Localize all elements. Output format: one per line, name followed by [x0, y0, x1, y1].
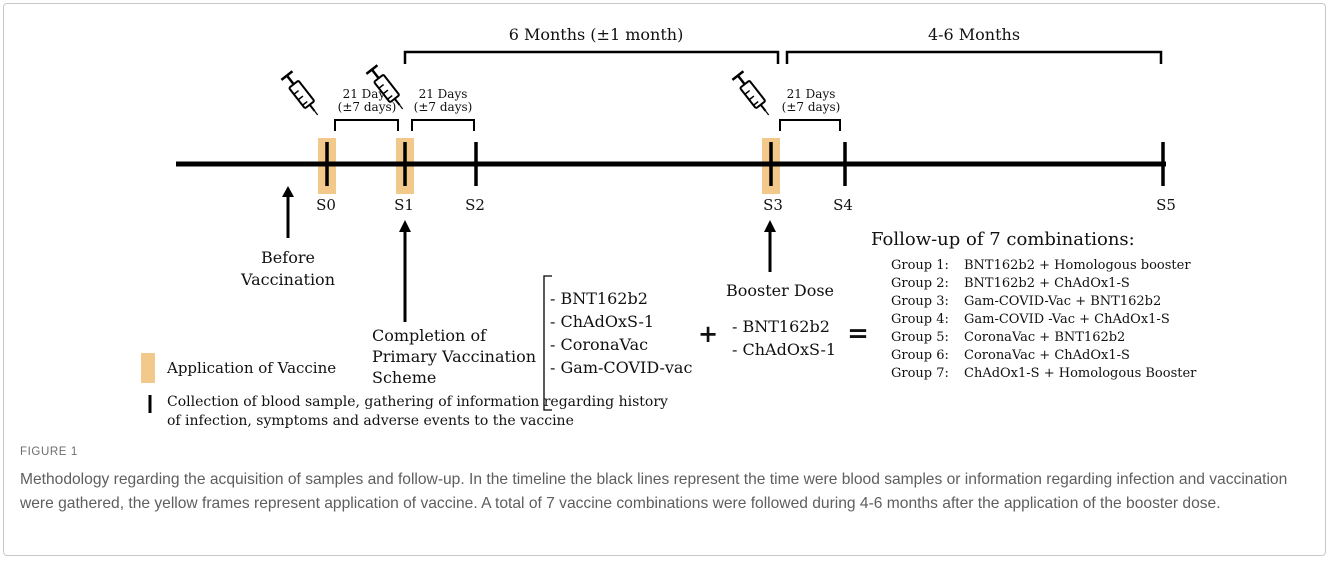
booster-vaccine-2: - ChAdOxS-1 [732, 340, 836, 359]
bracket-four-six-months [785, 50, 1163, 64]
group-label-4: Group 4: [891, 312, 949, 327]
timepoint-s2: S2 [465, 196, 485, 214]
interval-2-range: (±7 days) [414, 100, 473, 114]
group-label-3: Group 3: [891, 294, 949, 309]
interval-1-range: (±7 days) [338, 100, 397, 114]
primary-vaccines-bracket [543, 275, 552, 411]
label-four-six-months: 4-6 Months [928, 25, 1020, 44]
timepoint-s1: S1 [394, 196, 414, 214]
legend-collection-line1: Collection of blood sample, gathering of… [167, 394, 668, 410]
figure-caption-label: FIGURE 1 [20, 446, 78, 458]
followup-groups-list: Group 1: BNT162b2 + Homologous booster G… [891, 258, 1197, 381]
primary-vaccine-3: - CoronaVac [550, 335, 648, 354]
completion-line1: Completion of [372, 326, 487, 345]
label-six-months: 6 Months (±1 month) [509, 25, 684, 44]
completion-line3: Scheme [372, 368, 436, 387]
timepoint-s0: S0 [316, 196, 336, 214]
primary-vaccine-4: - Gam-COVID-vac [550, 358, 692, 377]
group-combo-4: Gam-COVID -Vac + ChAdOx1-S [964, 312, 1170, 327]
interval-1-days: 21 Days [343, 87, 392, 101]
primary-vaccine-1: - BNT162b2 [550, 289, 648, 308]
booster-dose-label: Booster Dose [726, 281, 834, 300]
group-label-7: Group 7: [891, 366, 949, 381]
syringe-icon-s0 [280, 70, 325, 121]
figure-frame [3, 3, 1326, 556]
methodology-diagram: 6 Months (±1 month) 4-6 Months 21 Days (… [141, 25, 1197, 429]
primary-vaccine-2: - ChAdOxS-1 [550, 312, 654, 331]
group-label-6: Group 6: [891, 348, 949, 363]
bracket-interval-1 [334, 119, 399, 131]
legend-vaccine-label: Application of Vaccine [166, 359, 336, 377]
group-combo-6: CoronaVac + ChAdOx1-S [964, 348, 1130, 363]
figure-caption-text: Methodology regarding the acquisition of… [20, 471, 1288, 512]
legend-vaccine-swatch [141, 353, 155, 383]
plus-operator: + [698, 319, 718, 348]
bracket-six-months [403, 50, 780, 64]
before-vaccination-line2: Vaccination [240, 270, 335, 289]
group-combo-5: CoronaVac + BNT162b2 [964, 330, 1125, 345]
timepoint-s4: S4 [833, 196, 853, 214]
group-label-1: Group 1: [891, 258, 949, 273]
completion-line2: Primary Vaccination [372, 347, 536, 366]
interval-3-days: 21 Days [787, 87, 836, 101]
syringe-icon-s3 [731, 70, 776, 121]
arrow-booster [764, 220, 776, 272]
timepoint-s3: S3 [763, 196, 783, 214]
group-combo-3: Gam-COVID-Vac + BNT162b2 [964, 294, 1161, 309]
booster-vaccine-1: - BNT162b2 [732, 317, 830, 336]
group-combo-1: BNT162b2 + Homologous booster [964, 258, 1191, 273]
equals-operator: = [847, 319, 869, 349]
group-label-2: Group 2: [891, 276, 949, 291]
timepoint-s5: S5 [1156, 196, 1176, 214]
before-vaccination-line1: Before [261, 248, 315, 267]
group-combo-2: BNT162b2 + ChAdOx1-S [964, 276, 1130, 291]
arrow-before-vaccination [282, 186, 294, 238]
group-combo-7: ChAdOx1-S + Homologous Booster [964, 366, 1197, 381]
arrow-completion [399, 220, 411, 322]
interval-2-days: 21 Days [419, 87, 468, 101]
bracket-interval-3 [779, 119, 841, 131]
legend-collection-line2: of infection, symptoms and adverse event… [167, 413, 574, 429]
followup-title: Follow-up of 7 combinations: [871, 229, 1135, 250]
bracket-interval-2 [411, 119, 475, 131]
interval-3-range: (±7 days) [782, 100, 841, 114]
group-label-5: Group 5: [891, 330, 949, 345]
